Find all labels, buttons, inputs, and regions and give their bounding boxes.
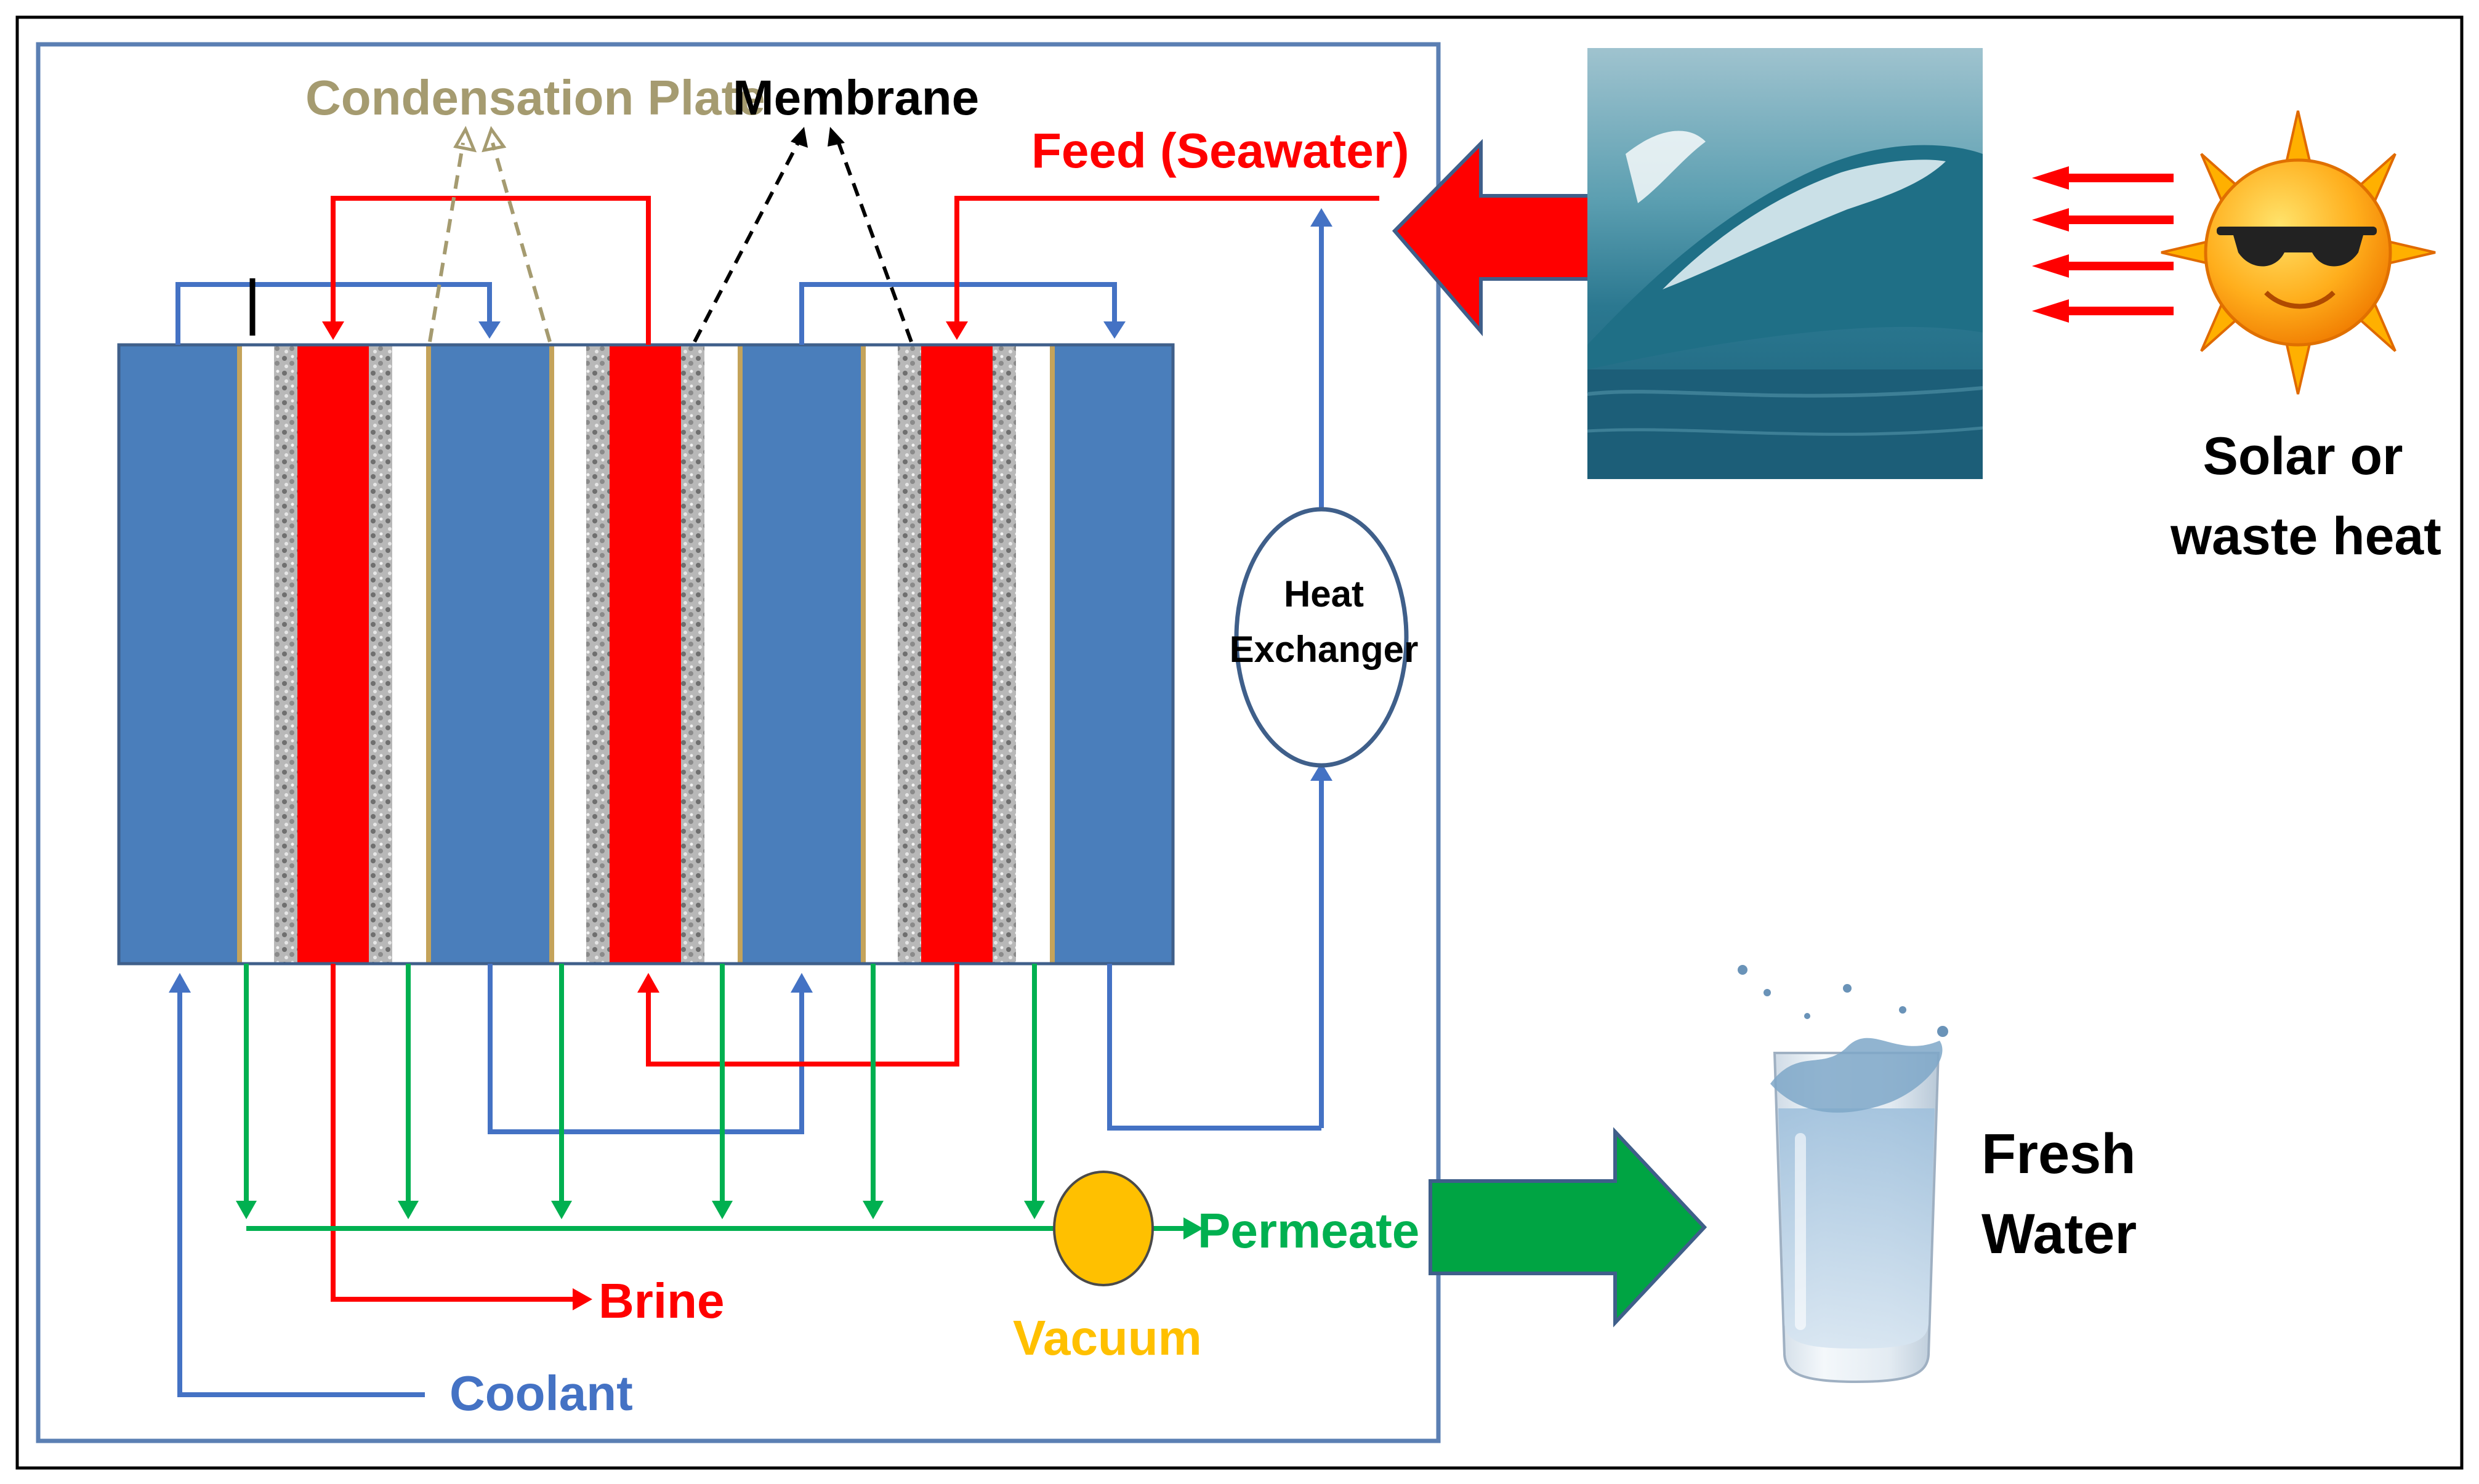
condensation-plate-label: Condensation Plate xyxy=(305,70,765,125)
feed-channel-2 xyxy=(610,345,681,964)
feed-channel-1 xyxy=(297,345,369,964)
coolant-channel-1 xyxy=(119,345,237,964)
fresh-water-label-line2: Water xyxy=(1981,1203,2137,1265)
system-frame xyxy=(36,42,1441,1443)
condensation-plate xyxy=(237,345,242,964)
membrane-strip xyxy=(993,345,1016,964)
heat-exchanger-label-line1: Heat xyxy=(1284,573,1364,615)
top-piping xyxy=(175,196,1379,1128)
heat-exchanger-label-line2: Exchanger xyxy=(1230,629,1419,670)
condensation-plate xyxy=(861,345,866,964)
vacuum-pump xyxy=(1053,1171,1154,1286)
sun-with-sunglasses-icon xyxy=(2161,110,2436,395)
condensation-plate xyxy=(1050,345,1055,964)
arrowhead xyxy=(828,127,845,147)
membrane-pointers xyxy=(693,142,913,343)
bottom-piping xyxy=(169,964,1321,1397)
outer-border xyxy=(15,15,2464,1470)
md-module xyxy=(117,343,1175,966)
arrowhead xyxy=(791,127,808,148)
feed-label: Feed (Seawater) xyxy=(1031,123,1409,178)
fresh-water-label-line1: Fresh xyxy=(1981,1123,2136,1185)
permeate-label: Permeate xyxy=(1198,1203,1419,1258)
solar-rays xyxy=(2032,166,2174,323)
membrane-strip xyxy=(369,345,392,964)
membrane-strip xyxy=(274,345,297,964)
condensation-plate xyxy=(738,345,743,964)
solar-label-line1: Solar or xyxy=(2203,427,2403,486)
coolant-channel-3 xyxy=(743,345,861,964)
membrane-strip xyxy=(681,345,704,964)
condensation-plate xyxy=(549,345,554,964)
coolant-channel-2 xyxy=(431,345,549,964)
condensation-plate-pointers xyxy=(428,142,552,342)
feed-channel-3 xyxy=(921,345,993,964)
brine-label: Brine xyxy=(599,1273,725,1328)
membrane-strip xyxy=(586,345,610,964)
heat-exchanger xyxy=(1234,507,1409,768)
arrowhead xyxy=(482,126,507,153)
coolant-channel-4 xyxy=(1055,345,1173,964)
fresh-water-big-arrow xyxy=(1429,1127,1707,1328)
membrane-strip xyxy=(898,345,921,964)
solar-label-line2: waste heat xyxy=(2170,507,2441,566)
coolant-label: Coolant xyxy=(449,1366,633,1421)
glass-of-water-image xyxy=(1738,965,1948,1384)
membrane-label: Membrane xyxy=(733,70,979,125)
ocean-wave-image xyxy=(1587,48,1983,479)
condensation-plate xyxy=(426,345,431,964)
vacuum-label: Vacuum xyxy=(1013,1310,1202,1365)
arrowhead xyxy=(453,126,477,153)
